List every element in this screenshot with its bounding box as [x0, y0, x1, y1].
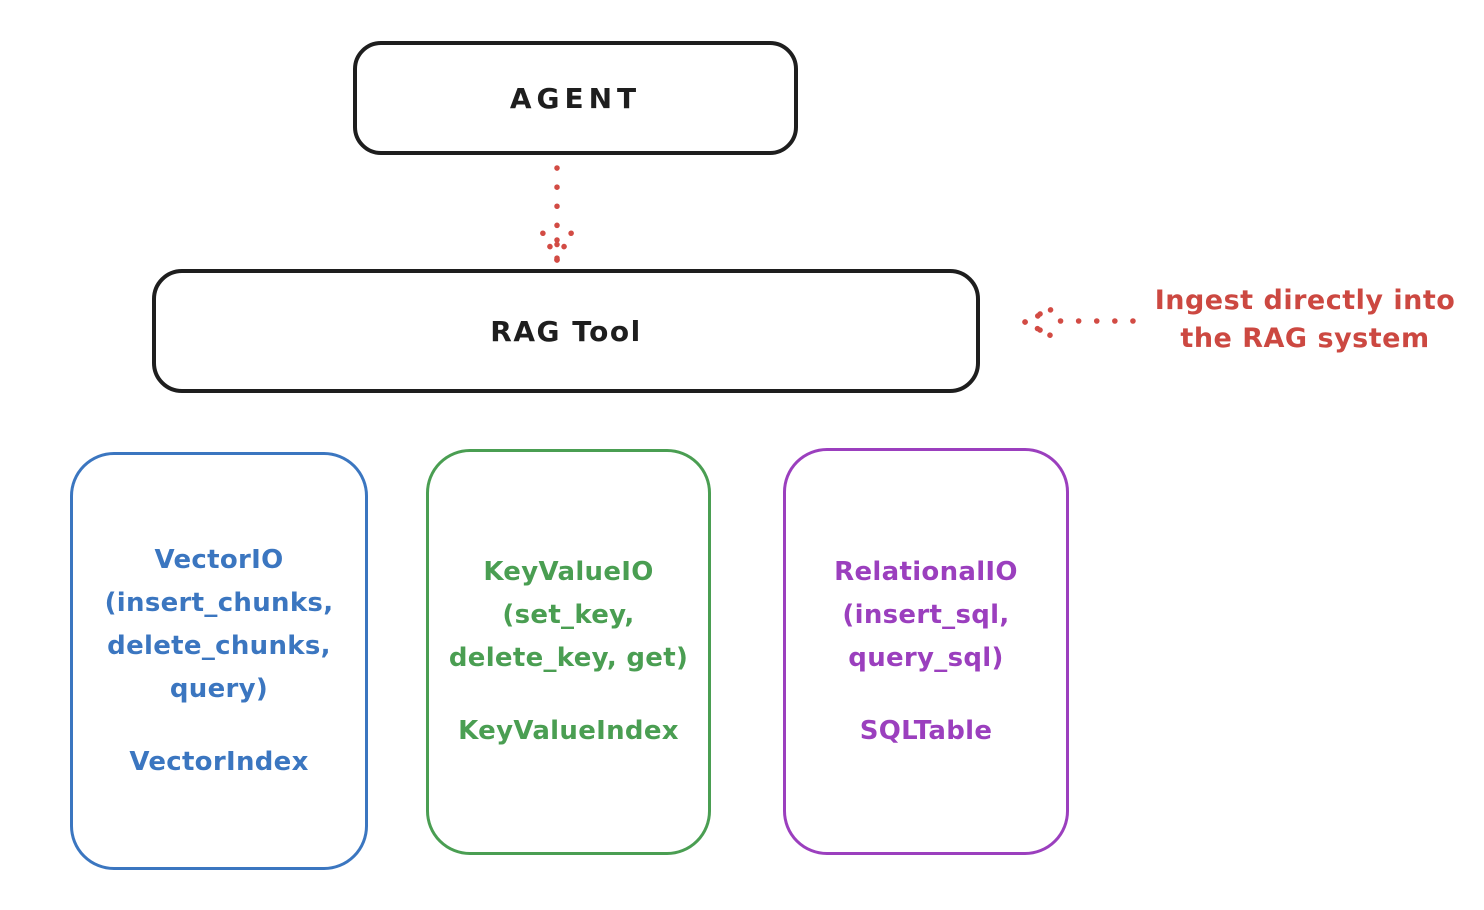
keyvalue-io-line: (set_key, — [502, 600, 635, 630]
keyvalue-io-line: delete_key, get) — [448, 643, 689, 673]
ingest-annotation-line1: Ingest directly into — [1154, 285, 1456, 316]
agent-label: AGENT — [509, 81, 642, 115]
vector-io-line: delete_chunks, — [107, 631, 331, 661]
keyvalue-index-label: KeyValueIndex — [458, 716, 679, 746]
relational-io-line: query_sql) — [848, 643, 1004, 673]
ingest-annotation: Ingest directly into the RAG system — [1135, 282, 1475, 358]
keyvalue-io-box: KeyValueIO (set_key, delete_key, get) Ke… — [426, 449, 711, 855]
relational-io-line: (insert_sql, — [842, 600, 1010, 630]
vector-index-label: VectorIndex — [129, 747, 309, 777]
rag-tool-label: RAG Tool — [490, 314, 642, 348]
vector-io-line: (insert_chunks, — [104, 588, 334, 618]
keyvalue-io-line: KeyValueIO — [483, 557, 654, 587]
vector-io-line: VectorIO — [154, 545, 284, 575]
ingest-annotation-line2: the RAG system — [1180, 323, 1430, 354]
vector-io-line: query) — [169, 674, 269, 704]
ingest-arrow-icon — [1022, 301, 1136, 344]
relational-io-box: RelationalIO (insert_sql, query_sql) SQL… — [783, 448, 1069, 855]
vector-io-box: VectorIO (insert_chunks, delete_chunks, … — [70, 452, 368, 870]
sql-table-label: SQLTable — [859, 716, 993, 746]
relational-io-line: RelationalIO — [834, 557, 1018, 587]
agent-to-ragtool-arrow-icon — [535, 165, 579, 263]
agent-node: AGENT — [353, 41, 798, 155]
rag-tool-node: RAG Tool — [152, 269, 980, 393]
